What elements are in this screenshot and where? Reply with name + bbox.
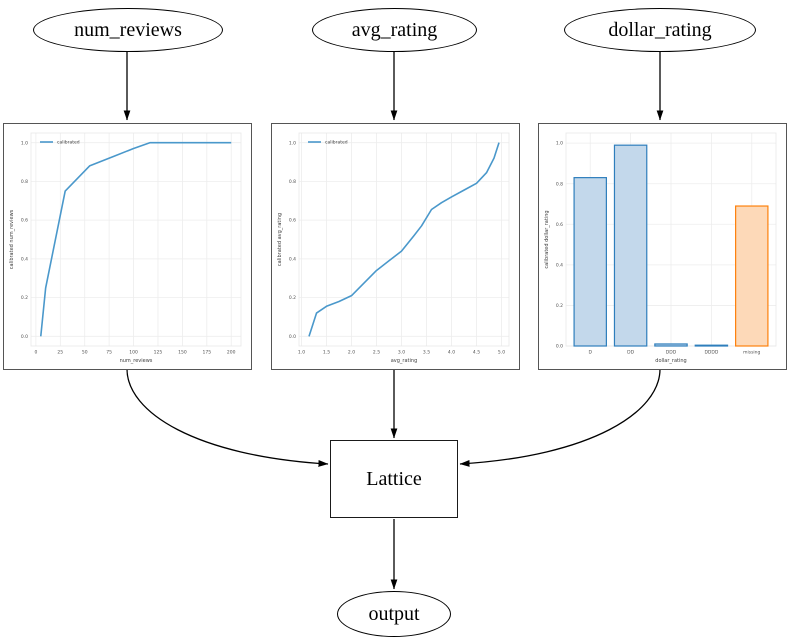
bars [573,144,769,347]
y-tick-labels: 0.0 0.2 0.4 0.6 0.8 1.0 [21,140,28,340]
svg-text:1.0: 1.0 [298,350,305,356]
svg-text:missing: missing [743,350,760,356]
x-tick-labels: 1.0 1.5 2.0 2.5 3.0 3.5 4.0 4.5 5.0 [298,350,505,356]
svg-text:4.5: 4.5 [473,350,480,356]
legend: calibrated [40,140,80,146]
svg-text:100: 100 [129,350,138,356]
y-tick-labels: 0.0 0.2 0.4 0.6 0.8 1.0 [556,141,563,350]
node-num-reviews-label: num_reviews [74,18,182,41]
y-axis-label: calibrated avg_rating [277,213,283,266]
svg-text:1.0: 1.0 [556,141,563,147]
axes-frame [298,132,510,347]
node-avg-rating: avg_rating [312,8,477,52]
svg-text:2.0: 2.0 [348,350,355,356]
y-axis-label: calibrated num_reviews [9,209,15,269]
bar-DD [613,144,648,347]
svg-text:200: 200 [227,350,236,356]
x-tick-labels: 0 25 50 75 100 125 150 175 200 [34,350,235,356]
svg-text:1.0: 1.0 [21,140,28,146]
svg-text:0.6: 0.6 [556,222,563,228]
y-axis-label: calibrated dollar_rating [544,210,550,268]
svg-text:2.5: 2.5 [373,350,380,356]
grid [299,133,509,346]
svg-text:0.4: 0.4 [21,256,28,262]
y-tick-labels: 0.0 0.2 0.4 0.6 0.8 1.0 [289,140,296,340]
node-lattice: Lattice [330,440,458,518]
bar-DDD [654,343,688,347]
num-reviews-calibration-plot: 0 25 50 75 100 125 150 175 200 0.0 0.2 0.4 0.6 0.8 1.0… [3,123,252,370]
svg-text:175: 175 [203,350,212,356]
svg-text:0.6: 0.6 [21,218,28,224]
svg-text:0.0: 0.0 [21,334,28,340]
svg-text:0.4: 0.4 [556,262,563,268]
x-axis-label: num_reviews [120,358,153,364]
x-axis-label: dollar_rating [655,358,686,364]
bar-missing [735,205,769,347]
svg-text:0.8: 0.8 [289,179,296,185]
svg-text:3.0: 3.0 [398,350,405,356]
svg-text:75: 75 [106,350,112,356]
edge-calibrator1-to-lattice [126,368,329,467]
axes-frame [30,132,242,347]
svg-text:0.0: 0.0 [289,334,296,340]
node-dollar-rating: dollar_rating [564,8,756,52]
svg-text:0.4: 0.4 [289,256,296,262]
node-dollar-rating-label: dollar_rating [608,18,712,41]
svg-text:0.6: 0.6 [289,218,296,224]
node-lattice-label: Lattice [366,467,422,490]
node-output: output [337,591,451,637]
node-avg-rating-label: avg_rating [351,18,438,41]
bar-D [573,177,607,347]
edge-calibrator3-to-lattice [459,368,661,467]
bar-DDDD [694,344,729,347]
series-calibrated [308,142,500,337]
svg-text:D: D [588,350,592,356]
svg-text:calibrated: calibrated [325,140,348,146]
svg-text:150: 150 [178,350,187,356]
svg-text:50: 50 [82,350,88,356]
svg-text:DD: DD [627,350,634,356]
svg-text:1.0: 1.0 [289,140,296,146]
svg-text:125: 125 [154,350,163,356]
svg-text:3.5: 3.5 [423,350,430,356]
svg-text:DDDD: DDDD [704,350,718,356]
grid [31,133,241,346]
svg-text:0.2: 0.2 [289,295,296,301]
node-num-reviews: num_reviews [33,8,223,52]
figure-bg [272,124,519,369]
svg-text:5.0: 5.0 [498,350,505,356]
svg-text:0: 0 [34,350,37,356]
svg-text:calibrated: calibrated [57,140,80,146]
svg-text:0.8: 0.8 [21,179,28,185]
x-axis-label: avg_rating [391,358,418,364]
svg-text:4.0: 4.0 [448,350,455,356]
svg-text:0.0: 0.0 [556,344,563,350]
svg-text:1.5: 1.5 [323,350,330,356]
svg-text:DDD: DDD [666,350,677,356]
svg-text:25: 25 [57,350,63,356]
svg-text:0.2: 0.2 [21,295,28,301]
svg-text:0.8: 0.8 [556,181,563,187]
legend: calibrated [308,140,348,146]
series-calibrated [39,141,232,337]
figure-bg [4,124,251,369]
svg-text:0.2: 0.2 [556,303,563,309]
node-output-label: output [368,602,420,625]
